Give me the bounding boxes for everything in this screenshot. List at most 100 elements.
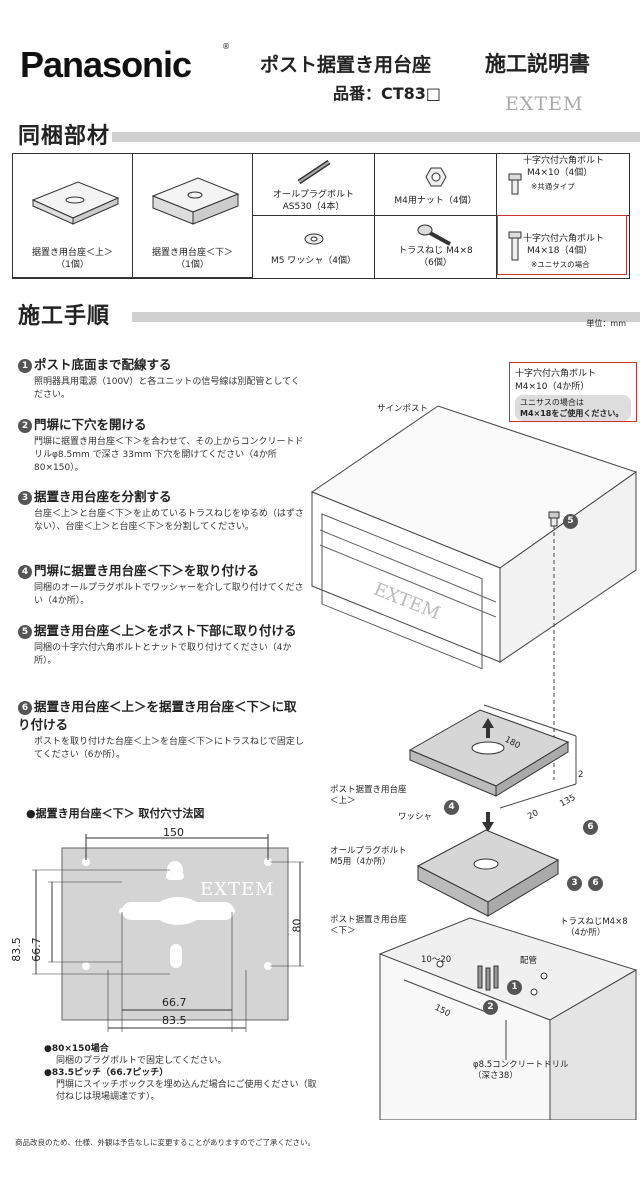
brand-logo: Panasonic <box>20 44 192 85</box>
section-bar <box>132 312 640 322</box>
step-marker-3: 3 <box>567 876 582 891</box>
plate-brand: EXTEM <box>200 879 275 900</box>
label-lower-base-text: ポスト据置き用台座 <box>330 915 407 925</box>
part-caption: 十字穴付六角ボルト <box>523 156 605 166</box>
part-caption: 据置き用台座＜下＞ <box>151 248 233 258</box>
step-marker-6a: 6 <box>583 820 598 835</box>
step-title: 門塀に下穴を開ける <box>34 417 147 432</box>
unit-label: 単位：mm <box>586 319 626 328</box>
label-wiring: 配管 <box>520 956 538 966</box>
part-caption: M4用ナット（4個） <box>394 196 477 206</box>
step-body: ポストを取り付けた台座＜上＞を台座＜下＞にトラスねじで固定してください（6か所）… <box>34 737 304 760</box>
step-marker-5: 5 <box>563 514 578 529</box>
callout-line1: 十字穴付六角ボルト <box>515 369 597 379</box>
truss-screw-icon <box>417 224 451 246</box>
label-truss: トラスねじM4×8（4か所） <box>560 917 628 939</box>
label-truss-sub: （4か所） <box>566 928 606 938</box>
part-cell-anchor-bolt: オールプラグボルト AS530（4本） <box>253 154 375 216</box>
label-lower-base: ポスト据置き用台座＜下＞ <box>330 915 407 937</box>
callout-note1: ユニサスの場合は <box>520 398 584 407</box>
part-cell-upper-base: 据置き用台座＜上＞ （1個） <box>13 154 133 278</box>
label-plug-bolt-sub: M5用（4か所） <box>330 857 391 867</box>
step-marker-6b: 6 <box>588 876 603 891</box>
step-marker-4: 4 <box>444 800 459 815</box>
document-title: ポスト据置き用台座 <box>260 54 432 76</box>
part-caption: トラスねじ M4×8 <box>398 246 473 256</box>
section-parts-header: 同梱部材 <box>0 118 640 149</box>
dim-h66-7: 66.7 <box>29 937 43 962</box>
label-truss-text: トラスねじM4×8 <box>560 917 628 927</box>
step-body: 同梱のオールプラグボルトでワッシャーを介して取り付けてください（4か所）。 <box>34 583 304 606</box>
label-upper-base-text: ポスト据置き用台座 <box>330 785 407 795</box>
section-title-parts: 同梱部材 <box>18 124 111 149</box>
dim-2: 2 <box>578 770 584 780</box>
step-body: 同梱の十字穴付六角ボルトとナットで取り付けてください（4か所）。 <box>34 643 292 666</box>
hex-bolt-long-icon <box>508 231 522 261</box>
section-procedure-header: 施工手順 <box>0 298 640 329</box>
dim-h80: 80 <box>290 918 304 933</box>
step-number: 3 <box>18 491 32 505</box>
label-sign-post: サインポスト <box>377 404 429 414</box>
dim-w150: 150 <box>163 826 184 839</box>
dim-w66-7: 66.7 <box>162 996 187 1009</box>
label-upper-base: ポスト据置き用台座＜上＞ <box>330 785 407 807</box>
label-drill-sub: （深さ38） <box>473 1071 518 1081</box>
part-cell-nut: M4用ナット（4個） <box>375 154 497 216</box>
parts-table: 据置き用台座＜上＞ （1個） 据置き用台座＜下＞ （1個） オールプラグボルト … <box>12 153 630 279</box>
note-text: 門塀にスイッチボックスを埋め込んだ場合にご使用ください（取付ねじは現場調達です）… <box>56 1080 317 1102</box>
note-text: 同梱のプラグボルトで固定してください。 <box>56 1056 227 1066</box>
dimension-drawing <box>32 834 304 1032</box>
part-note: ※ユニサスの場合 <box>531 260 590 269</box>
callout-note: ユニサスの場合は M4×18をご使用ください。 <box>515 395 631 421</box>
bolt-callout: 十字穴付六角ボルト M4×10（4か所） ユニサスの場合は M4×18をご使用く… <box>509 362 637 422</box>
step-body: 門塀に据置き用台座＜下＞を合わせて、その上からコンクリートドリルφ8.5mm で… <box>34 437 304 473</box>
extem-brand: EXTEM <box>505 93 584 115</box>
nut-icon <box>425 167 447 187</box>
section-title-procedure: 施工手順 <box>18 304 111 329</box>
dimension-drawing-title: ●据置き用台座＜下＞ 取付穴寸法図 <box>26 807 205 820</box>
part-qty: AS530（4本） <box>282 202 345 212</box>
dim-h83-5: 83.5 <box>9 937 23 962</box>
part-caption: オールプラグボルト <box>272 190 354 200</box>
part-qty: M4×10（4個） <box>527 168 593 178</box>
label-drill: φ8.5コンクリートドリル（深さ38） <box>473 1060 569 1082</box>
header: Panasonic ® ポスト据置き用台座 施工説明書 品番：CT83□ EXT… <box>0 0 640 120</box>
label-plug-bolt-text: オールプラグボルト <box>330 846 407 856</box>
dim-w83-5: 83.5 <box>162 1014 187 1027</box>
part-qty: （1個） <box>56 260 89 270</box>
part-cell-lower-base: 据置き用台座＜下＞ （1個） <box>133 154 253 278</box>
part-qty: （6個） <box>419 258 452 268</box>
step-body: 台座＜上＞と台座＜下＞を止めているトラスねじをゆるめ（はずさない）、台座＜上＞と… <box>34 509 304 532</box>
hex-bolt-icon <box>508 173 522 195</box>
registered-mark: ® <box>222 42 230 51</box>
base-lower-icon <box>151 177 240 225</box>
step-title: 据置き用台座＜上＞をポスト下部に取り付ける <box>34 623 297 638</box>
anchor-bolt-icon <box>297 159 331 185</box>
dim-10-20: 10～20 <box>421 955 452 965</box>
step-title: 門塀に据置き用台座＜下＞を取り付ける <box>34 563 260 578</box>
part-cell-hex-bolt-long: 十字穴付六角ボルト M4×18（4個） ※ユニサスの場合 <box>497 216 629 278</box>
part-caption: M5 ワッシャ（4個） <box>270 256 357 266</box>
part-caption: 据置き用台座＜上＞ <box>31 248 113 258</box>
label-upper-base-sub: ＜上＞ <box>330 796 356 806</box>
base-upper-icon <box>31 181 120 225</box>
step-title: ポスト底面まで配線する <box>34 357 172 372</box>
document-type: 施工説明書 <box>485 52 590 76</box>
part-caption: 十字穴付六角ボルト <box>523 234 605 244</box>
label-drill-text: φ8.5コンクリートドリル <box>473 1060 569 1070</box>
part-qty: （1個） <box>176 260 209 270</box>
step-title: 据置き用台座＜上＞を据置き用台座＜下＞に取り付ける <box>18 699 297 732</box>
step-number: 6 <box>18 701 32 715</box>
step-title: 据置き用台座を分割する <box>34 489 172 504</box>
step-marker-1: 1 <box>507 980 522 995</box>
note-bullet: ●80×150場合 <box>44 1044 109 1054</box>
step-body: 照明器具用電源（100V）と各ユニットの信号線は別配管としてください。 <box>34 377 300 400</box>
part-note: ※共通タイプ <box>531 182 575 191</box>
part-cell-washer: M5 ワッシャ（4個） <box>253 216 375 278</box>
